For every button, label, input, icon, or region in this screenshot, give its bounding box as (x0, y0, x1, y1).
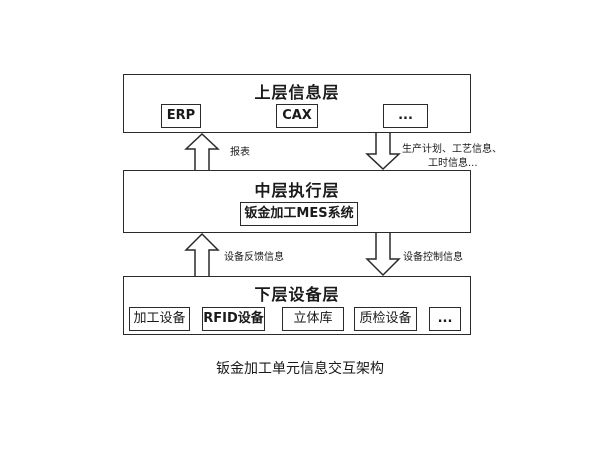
down-arrow-control-icon (365, 233, 401, 277)
mes-system-box: 钣金加工MES系统 (240, 202, 358, 226)
top-information-layer: 上层信息层 ERP CAX ... (123, 74, 471, 133)
down-arrow-plan-icon (365, 133, 401, 171)
up-arrow-feedback-icon (184, 232, 220, 276)
middle-execution-layer: 中层执行层 钣金加工MES系统 (123, 170, 471, 233)
device-control-label: 设备控制信息 (403, 252, 463, 263)
device-box-machining: 加工设备 (129, 307, 190, 331)
middle-layer-title: 中层执行层 (254, 181, 340, 200)
top-layer-title: 上层信息层 (254, 83, 340, 102)
bottom-more-box: ... (429, 307, 461, 331)
report-label: 报表 (230, 147, 250, 158)
bottom-equipment-layer: 下层设备层 加工设备 RFID设备 立体库 质检设备 ... (123, 276, 471, 335)
plan-info-label-line2: 工时信息... (428, 158, 478, 169)
device-feedback-label: 设备反馈信息 (224, 252, 284, 263)
figure-caption: 钣金加工单元信息交互架构 (216, 361, 384, 377)
erp-box: ERP (161, 104, 201, 128)
device-box-storage: 立体库 (282, 307, 344, 331)
cax-box: CAX (276, 104, 318, 128)
top-more-box: ... (383, 104, 428, 128)
device-box-inspection: 质检设备 (354, 307, 417, 331)
bottom-layer-title: 下层设备层 (254, 285, 340, 304)
plan-info-label-line1: 生产计划、工艺信息、 (402, 144, 502, 155)
up-arrow-report-icon (184, 132, 220, 170)
device-box-rfid: RFID设备 (202, 307, 265, 331)
